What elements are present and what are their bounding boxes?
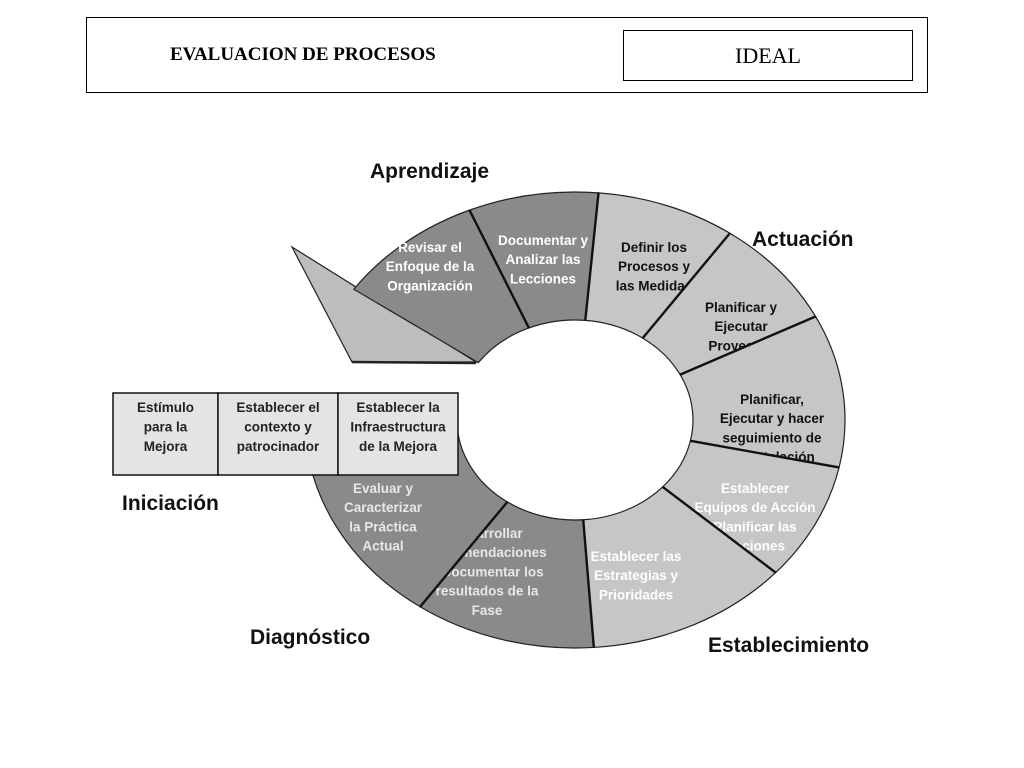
initiation-box-label-contexto: Establecer el contexto y patrocinador — [236, 400, 320, 454]
segment-divider — [690, 439, 840, 469]
initiation-box-estimulo: Estímulo para la Mejora — [112, 392, 219, 476]
segment-label-line: Revisar el — [398, 240, 462, 255]
initiation-box-shape — [337, 392, 459, 476]
cycle-arrow-base — [351, 360, 477, 365]
initiation-box-label-line: Mejora — [144, 439, 188, 454]
segment-label-line: Documentar y — [498, 233, 589, 248]
segment-divider — [468, 209, 530, 329]
segment-label-line: Planificar las — [713, 519, 796, 534]
segment-label-line: y Documentar los — [430, 564, 543, 579]
initiation-box-label-estimulo: Estímulo para la Mejora — [137, 400, 194, 454]
segment-label-line: Ejecutar — [714, 319, 768, 334]
segment-label-line: Estrategias y — [594, 568, 679, 583]
segment-label-line: Ejecutar y hacer — [720, 411, 825, 426]
segment-shape-planificar-instalacion — [679, 315, 846, 469]
segment-label-line: Establecer — [721, 481, 790, 496]
segment-label-line: Planificar y — [705, 300, 778, 315]
segment-label-line: las Medidas — [616, 278, 693, 293]
segment-label-revisar: Revisar el Enfoque de la Organización — [386, 240, 475, 293]
phase-label-diagnostico: Diagnóstico — [250, 626, 370, 649]
segment-shape-recomendaciones — [419, 501, 595, 649]
phase-label-establecimiento: Establecimiento — [708, 634, 869, 657]
segment-divider — [679, 315, 817, 376]
segment-label-line: Planificar, — [740, 392, 804, 407]
segment-shape-estrategias — [582, 486, 777, 649]
initiation-box-label-line: Establecer el — [236, 400, 319, 415]
segment-label-line: Lecciones — [510, 271, 576, 286]
initiation-box-shape — [112, 392, 219, 476]
segment-label-line: Fase — [472, 603, 503, 618]
segment-label-line: resultados de la — [436, 584, 539, 599]
header-box — [86, 17, 928, 93]
initiation-box-label-line: Estímulo — [137, 400, 194, 415]
initiation-box-contexto: Establecer el contexto y patrocinador — [217, 392, 339, 476]
segment-label-line: seguimiento de — [722, 430, 822, 445]
phase-label-iniciacion: Iniciación — [122, 492, 219, 515]
segment-divider — [582, 519, 596, 648]
initiation-box-infraestructura: Establecer la Infraestructura de la Mejora — [337, 392, 459, 476]
segment-divider — [584, 192, 600, 321]
segment-label-line: Equipos de Acción — [694, 500, 815, 515]
initiation-box-label-infraestructura: Establecer la Infraestructura de la Mejora — [350, 400, 446, 454]
segment-divider — [641, 232, 731, 339]
segment-label-line: Analizar las — [505, 252, 580, 267]
phase-label-actuacion: Actuación — [752, 228, 854, 251]
initiation-boxes: Estímulo para la Mejora Establecer el contex… — [112, 392, 459, 476]
initiation-box-shape — [217, 392, 339, 476]
segment-label-line: Prioridades — [599, 587, 673, 602]
segment-label-line: Organización — [387, 278, 473, 293]
cycle-segment-revisar: Revisar el Enfoque de la Organización — [352, 209, 530, 364]
phase-label-aprendizaje: Aprendizaje — [370, 160, 489, 183]
initiation-box-label-line: de la Mejora — [359, 439, 438, 454]
segment-label-line: Evaluar y — [353, 481, 414, 496]
initiation-box-label-line: para la — [144, 420, 188, 435]
initiation-box-label-line: Establecer la — [356, 400, 440, 415]
segment-label-line: la Práctica — [349, 519, 417, 534]
segment-label-line: Establecer las — [591, 549, 682, 564]
segment-divider — [661, 485, 777, 574]
initiation-box-label-line: patrocinador — [237, 439, 320, 454]
model-name-box: IDEAL — [623, 30, 913, 81]
page-title: EVALUACION DE PROCESOS — [170, 44, 436, 65]
segment-label-line: Procesos y — [618, 259, 691, 274]
segment-label-line: Caracterizar — [344, 500, 423, 515]
initiation-box-label-line: Infraestructura — [350, 420, 446, 435]
segment-label-line: Actual — [362, 539, 403, 554]
segment-label-line: Definir los — [621, 240, 687, 255]
segment-label-line: Enfoque de la — [386, 259, 475, 274]
segment-divider — [419, 501, 509, 608]
initiation-box-label-line: contexto y — [244, 420, 312, 435]
